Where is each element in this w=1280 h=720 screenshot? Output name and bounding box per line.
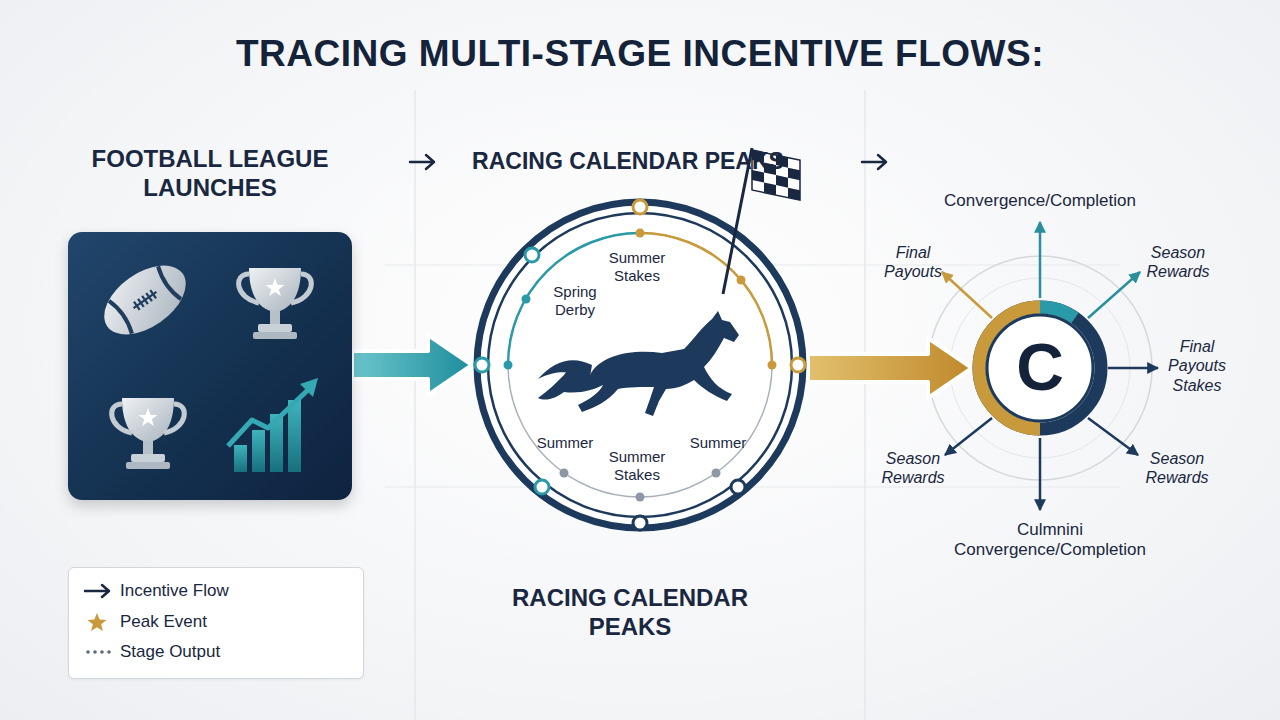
event-label: Summer Stakes [602, 446, 672, 486]
decor-circle [633, 516, 647, 530]
event-label: Summer Stakes [602, 247, 672, 287]
decor-circle [477, 202, 803, 528]
calendar-wheel: Spring DerbySummer StakesSummerSummer St… [472, 197, 808, 533]
decor-circle [768, 361, 777, 370]
decor-rect [764, 183, 776, 196]
decor-circle [560, 469, 569, 478]
output-arrow [1108, 367, 1158, 370]
decor-circle [712, 469, 721, 478]
grid-line [414, 90, 415, 720]
output-label: Culmnini Convergence/Completion [935, 517, 1165, 563]
decor-circle [633, 200, 647, 214]
output-arrow [942, 272, 992, 318]
legend-text: Stage Output [120, 642, 220, 662]
decor-circle [791, 358, 805, 372]
output-arrow [1088, 418, 1138, 455]
stage-heading: FOOTBALL LEAGUE LAUNCHES [60, 142, 360, 206]
legend-item: Incentive Flow [82, 579, 229, 603]
legend-dot [107, 650, 111, 654]
output-label: Final Payouts [878, 240, 948, 284]
decor-circle [525, 248, 539, 262]
legend-star [88, 613, 107, 631]
decor-circle [522, 295, 531, 304]
legend-text: Peak Event [120, 612, 207, 632]
output-label: Final Payouts Stakes [1161, 333, 1233, 399]
decor-circle [535, 480, 549, 494]
header-arrow [862, 155, 886, 169]
decor-circle [636, 229, 645, 238]
output-label: Season Rewards [1142, 446, 1212, 490]
stage-box: FOOTBALL LEAGUE LAUNCHES [68, 232, 352, 500]
flow-arrow [808, 338, 972, 398]
legend-sample [82, 642, 114, 662]
legend-item: Peak Event [82, 610, 207, 634]
hub-letter: C [972, 300, 1108, 436]
output-arrow [1039, 438, 1042, 510]
legend-item: Stage Output [82, 640, 220, 664]
grid-line [864, 90, 865, 720]
legend-dot [86, 650, 90, 654]
decor-circle [737, 276, 746, 285]
legend-arrow [85, 585, 109, 597]
completion-hub: C [972, 300, 1108, 436]
decor-circle [488, 213, 792, 517]
diagram-title: TRACING MULTI-STAGE INCENTIVE FLOWS: [90, 33, 1190, 75]
event-label: Summer [525, 433, 605, 453]
output-label: Season Rewards [878, 446, 948, 490]
decor-circle [504, 361, 513, 370]
output-arrow [1088, 272, 1140, 318]
legend-dot [93, 650, 97, 654]
header-arrow [410, 155, 434, 169]
output-arrow [1039, 222, 1042, 298]
stage-heading: RACING CALENDAR PEAKS [480, 581, 780, 645]
legend-sample [82, 581, 114, 601]
legend-dot [100, 650, 104, 654]
legend-sample [82, 612, 114, 632]
stage-heading: RACING CALENDAR PEAKS [438, 146, 818, 178]
decor-circle [508, 233, 772, 497]
legend-text: Incentive Flow [120, 581, 229, 601]
decor-circle [636, 493, 645, 502]
output-label: Season Rewards [1143, 240, 1213, 284]
event-label: Summer [678, 433, 758, 453]
output-arrow [945, 418, 992, 455]
flow-arrow [352, 335, 472, 395]
decor-circle [475, 358, 489, 372]
decor-circle [731, 480, 745, 494]
decor-rect [788, 168, 800, 181]
decor-rect [776, 175, 788, 188]
event-label: Spring Derby [540, 281, 610, 321]
decor-rect [788, 188, 800, 201]
decor-path [538, 311, 739, 416]
output-label: Convergence/Completion [920, 189, 1160, 213]
